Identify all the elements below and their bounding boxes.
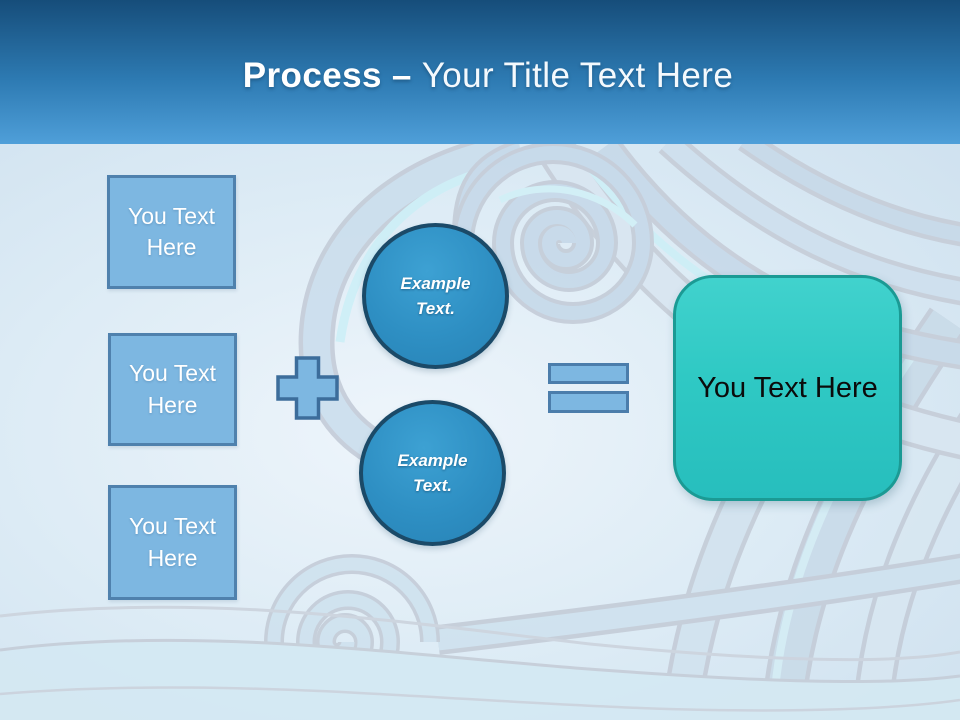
example-circle-1[interactable]: Example Text. [362,223,509,369]
equals-bar-top [548,363,629,384]
input-box-2[interactable]: You Text Here [108,333,237,446]
input-box-2-label: You Text Here [129,360,216,418]
result-box-label: You Text Here [697,371,878,404]
result-box[interactable]: You Text Here [673,275,902,501]
title-separator: – [391,56,412,95]
example-circle-2[interactable]: Example Text. [359,400,506,546]
plus-icon [276,356,339,420]
input-box-3-label: You Text Here [129,513,216,571]
input-box-1-label: You Text Here [128,202,215,260]
slide-header: Process – Your Title Text Here [0,0,960,144]
example-circle-1-line1: Example [400,273,471,293]
page-title[interactable]: Process – Your Title Text Here [243,48,733,96]
input-box-1[interactable]: You Text Here [107,175,236,289]
example-circle-2-line1: Example [397,450,468,470]
input-box-3[interactable]: You Text Here [108,485,237,600]
example-circle-1-line2: Text. [415,299,456,318]
equals-icon [548,363,629,413]
equals-bar-bottom [548,391,629,413]
example-circle-2-line2: Text. [412,476,453,495]
title-keyword: Process [242,56,382,95]
title-placeholder-text: Your Title Text Here [421,56,734,95]
